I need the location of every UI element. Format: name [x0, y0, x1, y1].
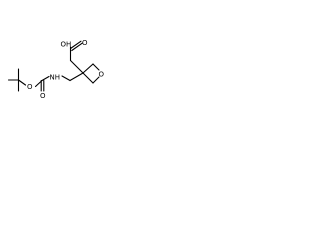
acid-carbonyl-oxygen-label: O: [82, 39, 88, 47]
carbamate-ester-oxygen-label: O: [27, 83, 33, 91]
ring-bond-bottom-oxygen: [92, 76, 100, 84]
bond-nitrogen-to-methylene: [61, 75, 71, 82]
bond-carboxyl-double-b: [71, 42, 83, 52]
oxetane-ring: [82, 63, 100, 84]
bond-methylene-to-ring: [69, 72, 84, 82]
ring-oxygen-label: O: [99, 71, 105, 79]
bond-carboxyl-double-a: [69, 40, 82, 50]
tert-butyl-group: [7, 68, 27, 92]
ring-bond-bottom: [82, 72, 94, 84]
chemical-structure: OH O NH O O O: [7, 39, 105, 100]
bond-tbu-to-oxygen: [17, 79, 27, 86]
amine-label: NH: [50, 74, 61, 82]
ring-bond-top-oxygen: [92, 63, 100, 71]
bond-carbonyl-to-nitrogen: [41, 75, 50, 82]
hydroxyl-label: OH: [61, 41, 72, 49]
acetic-acid-group: [69, 40, 84, 74]
bond-ring-to-ch2: [69, 59, 84, 74]
ring-bond-top: [82, 63, 94, 74]
carbamate-group: [34, 75, 50, 92]
carbamate-carbonyl-oxygen-label: O: [40, 92, 46, 100]
